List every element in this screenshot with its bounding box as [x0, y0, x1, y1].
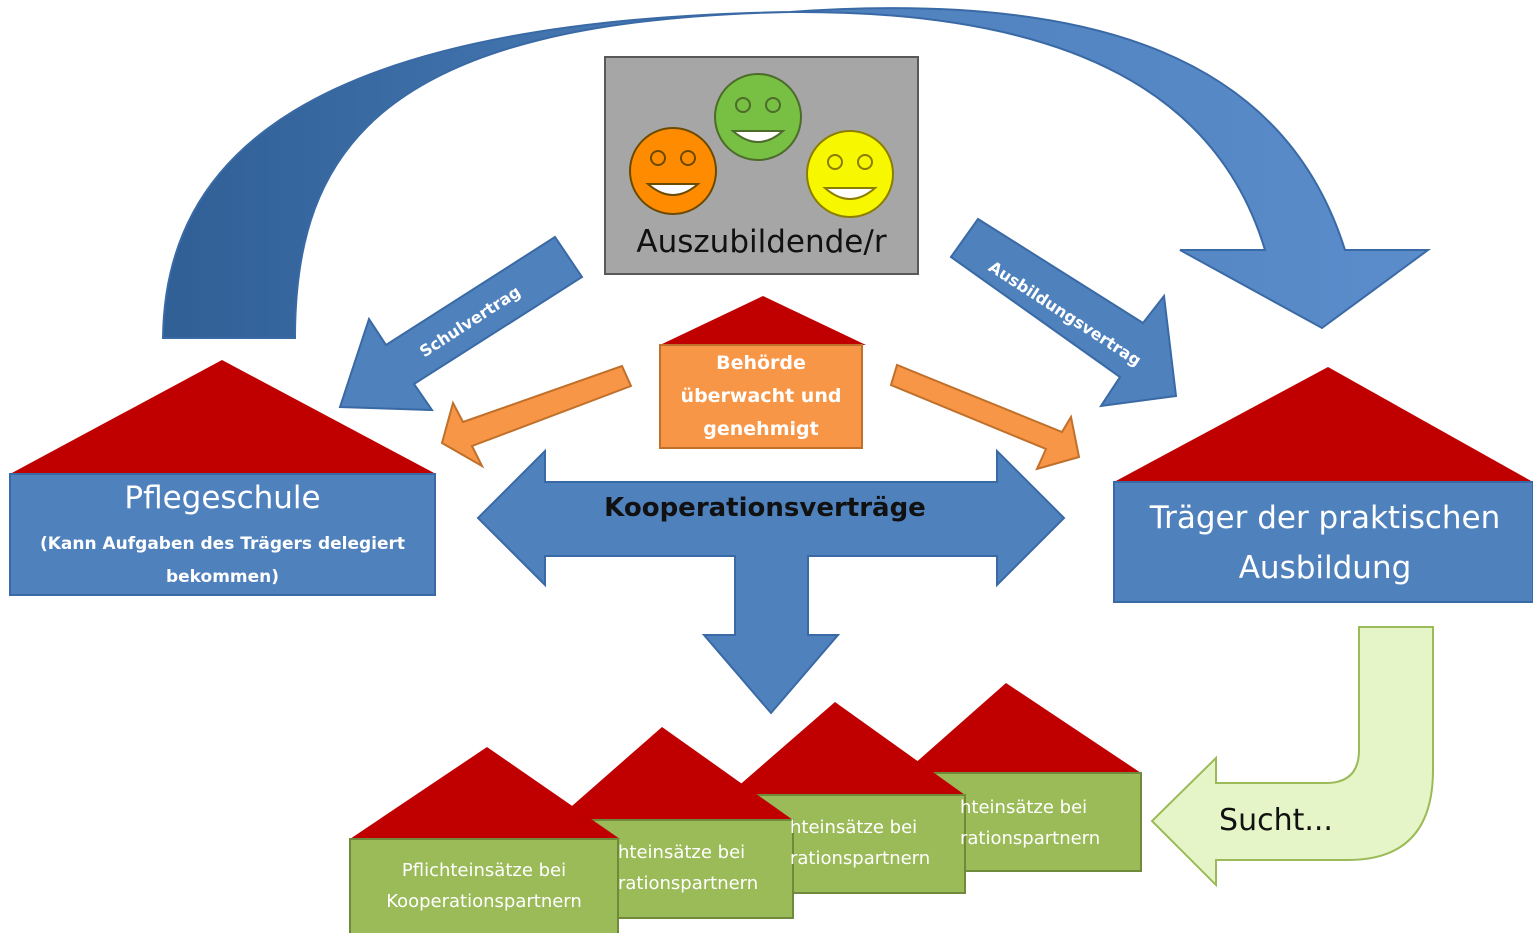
- partner-1-label: Pflichteinsätze bei Kooperationspartnern: [386, 860, 582, 912]
- authority-left-arrow: [440, 364, 633, 469]
- provider-title-text: Träger der praktischen Ausbildung: [1149, 500, 1501, 586]
- searches-label: Sucht...: [1219, 803, 1333, 838]
- provider-title: Träger der praktischen Ausbildung: [1130, 488, 1520, 598]
- provider-roof: [1114, 367, 1533, 482]
- partner-1-text: Pflichteinsätze bei Kooperationspartnern: [355, 842, 613, 930]
- school-title: Pflegeschule: [124, 480, 321, 516]
- cooperation-label: Kooperationsverträge: [604, 493, 926, 523]
- school-roof: [10, 360, 436, 474]
- partner-3-line2: rationspartnern: [790, 848, 931, 869]
- searches-arrow: [1150, 626, 1434, 888]
- partner-4-text: hteinsätze bei rationspartnern: [960, 792, 1130, 854]
- authority-roof: [660, 296, 866, 345]
- school-contract-arrow: [338, 235, 584, 412]
- partner-2-line2: rationspartnern: [618, 873, 759, 894]
- orange-smiley-icon: [629, 127, 717, 215]
- big-curved-arrow: [161, 7, 1432, 339]
- training-contract-arrow: [949, 217, 1178, 408]
- school-subtitle: (Kann Aufgaben des Trägers delegiert bek…: [39, 534, 406, 587]
- partner-house-1: [349, 747, 620, 933]
- student-label: Auszubildende/r: [636, 224, 887, 260]
- authority-text: Behörde überwacht und genehmigt: [680, 351, 842, 440]
- cooperation-arrow: [476, 448, 1066, 715]
- school-box: [9, 473, 436, 596]
- partner-3-line1: hteinsätze bei: [790, 817, 918, 838]
- authority-label: Behörde überwacht und genehmigt: [665, 346, 857, 446]
- partner-4-line2: rationspartnern: [960, 828, 1101, 849]
- partner-2-line1: hteinsätze bei: [618, 842, 746, 863]
- provider-box: [1113, 481, 1533, 603]
- partner-2-text: hteinsätze bei rationspartnern: [618, 837, 788, 899]
- green-smiley-icon: [714, 73, 802, 161]
- partner-3-text: hteinsätze bei rationspartnern: [790, 812, 960, 874]
- partner-4-line1: hteinsätze bei: [960, 797, 1088, 818]
- authority-right-arrow: [889, 363, 1081, 471]
- yellow-smiley-icon: [806, 130, 894, 218]
- authority-box: [659, 344, 863, 449]
